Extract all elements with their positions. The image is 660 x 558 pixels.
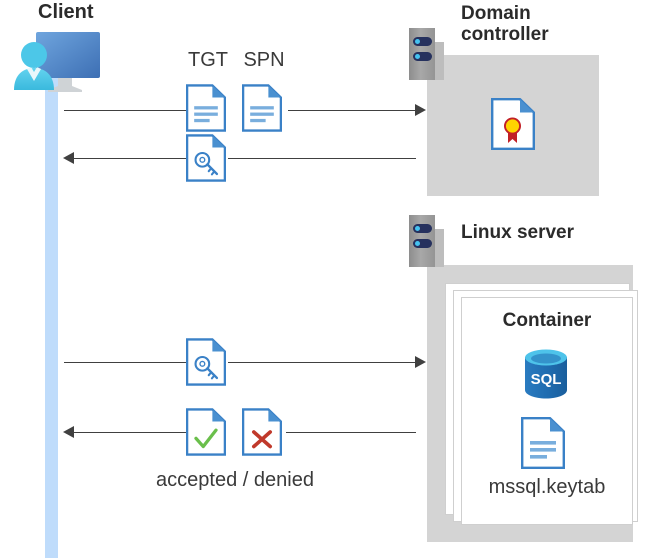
spn-label: SPN bbox=[243, 49, 285, 71]
arrow-line-result-right bbox=[286, 432, 416, 433]
accepted-denied-label: accepted / denied bbox=[156, 469, 314, 491]
ticket-key-document-icon-from-dc bbox=[186, 134, 226, 182]
arrow-head-to-domain-controller bbox=[415, 104, 426, 116]
certificate-document-icon bbox=[491, 98, 535, 150]
container-title: Container bbox=[502, 310, 592, 331]
ticket-key-document-icon-to-server bbox=[186, 338, 226, 386]
container-card-front[interactable] bbox=[461, 297, 633, 525]
page-title-client: Client bbox=[38, 1, 94, 23]
keytab-file-label: mssql.keytab bbox=[488, 476, 606, 498]
arrow-head-to-client-ticket bbox=[63, 152, 74, 164]
domain-controller-title: Domain controller bbox=[461, 3, 549, 46]
arrow-line-auth-request-left bbox=[64, 362, 187, 363]
arrow-head-to-client-result bbox=[63, 426, 74, 438]
arrow-line-auth-request-right bbox=[228, 362, 416, 363]
arrow-line-result-left bbox=[73, 432, 186, 433]
arrow-line-ticket-left bbox=[73, 158, 186, 159]
sql-database-icon: SQL bbox=[521, 348, 571, 400]
tgt-label: TGT bbox=[188, 49, 228, 71]
client-lifeline bbox=[45, 62, 58, 558]
svg-text:SQL: SQL bbox=[531, 371, 562, 388]
accepted-check-document-icon bbox=[186, 408, 226, 456]
client-workstation-icon bbox=[8, 26, 108, 94]
text-document-icon-spn bbox=[242, 84, 282, 132]
text-document-icon-keytab bbox=[521, 417, 565, 469]
arrow-line-request-tgt-spn-left bbox=[64, 110, 187, 111]
server-chassis-icon-domain-controller bbox=[409, 28, 444, 80]
linux-server-title: Linux server bbox=[461, 222, 574, 243]
arrow-line-ticket-right bbox=[228, 158, 416, 159]
server-chassis-icon-linux-server bbox=[409, 215, 444, 267]
denied-cross-document-icon bbox=[242, 408, 282, 456]
arrow-line-request-tgt-spn-right bbox=[288, 110, 416, 111]
arrow-head-to-linux-server bbox=[415, 356, 426, 368]
text-document-icon-tgt bbox=[186, 84, 226, 132]
